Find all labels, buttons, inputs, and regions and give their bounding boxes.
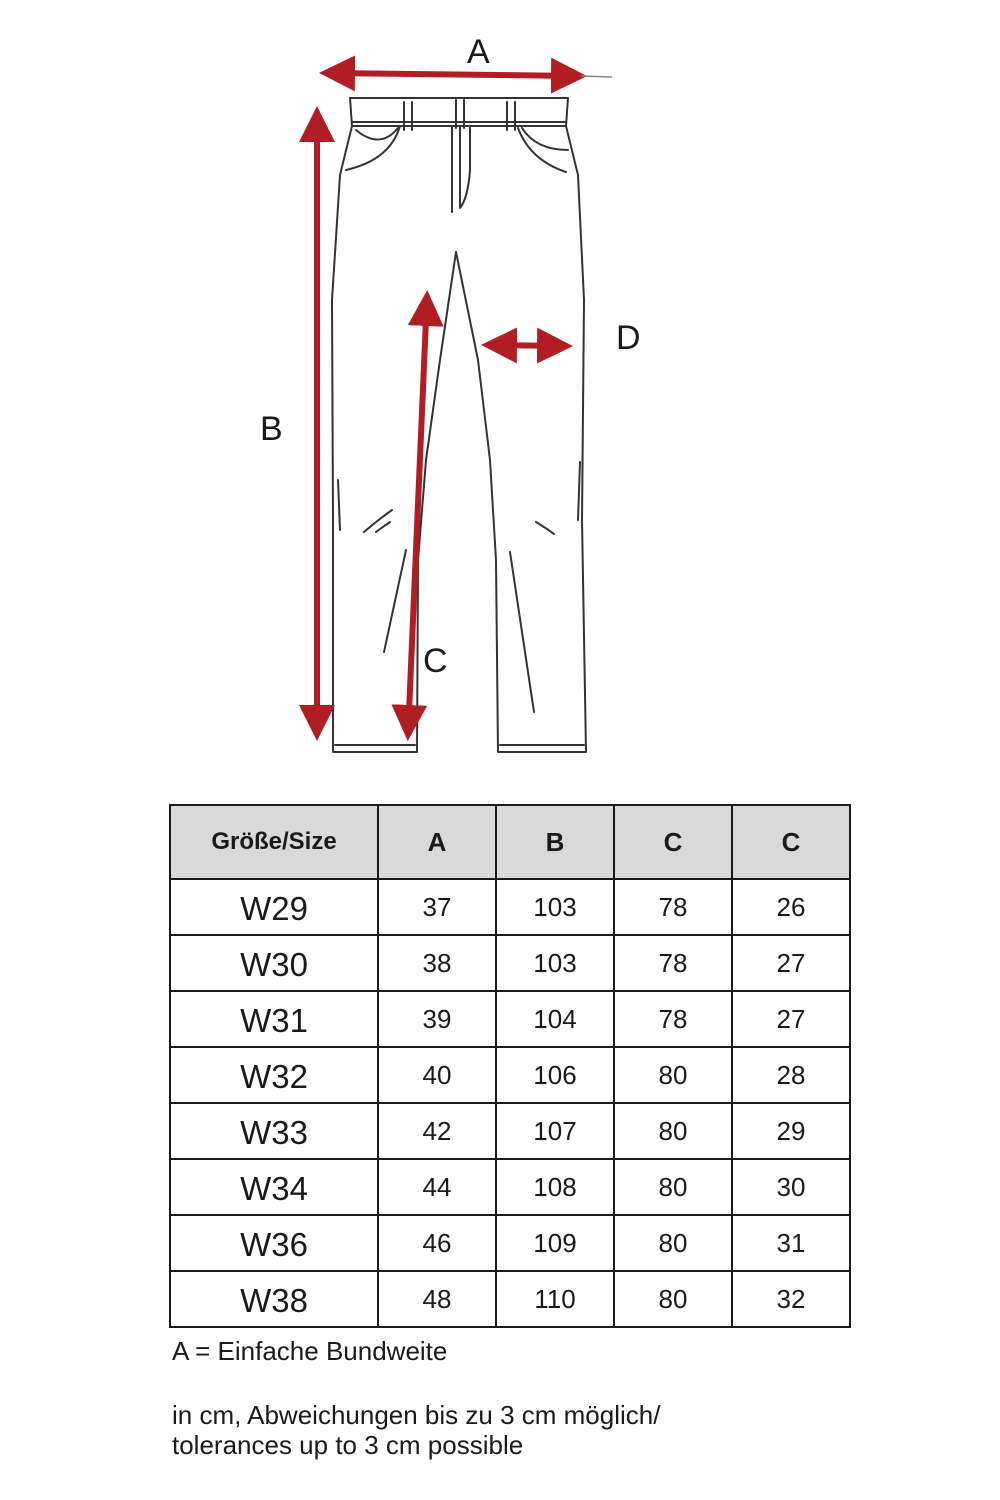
value-cell-b: 104 bbox=[495, 990, 615, 1048]
value-cell-b: 106 bbox=[495, 1046, 615, 1104]
belt-loop-center bbox=[455, 99, 465, 129]
value-cell-b: 103 bbox=[495, 878, 615, 936]
value-cell-c: 80 bbox=[613, 1046, 733, 1104]
value-cell-b: 109 bbox=[495, 1214, 615, 1272]
label-d: D bbox=[616, 319, 641, 357]
table-row: W31 39 104 78 27 bbox=[169, 990, 851, 1048]
table-row: W30 38 103 78 27 bbox=[169, 934, 851, 992]
value-cell-c-second: 28 bbox=[731, 1046, 851, 1104]
shin-line-right bbox=[509, 551, 535, 713]
pants-outline bbox=[331, 97, 587, 753]
value-cell-c-second: 27 bbox=[731, 934, 851, 992]
value-cell-c-second: 27 bbox=[731, 990, 851, 1048]
table-row: W33 42 107 80 29 bbox=[169, 1102, 851, 1160]
value-cell-c: 80 bbox=[613, 1214, 733, 1272]
value-cell-c-second: 30 bbox=[731, 1158, 851, 1216]
arrow-a-waist bbox=[319, 55, 587, 94]
value-cell-a: 44 bbox=[377, 1158, 497, 1216]
size-cell: W30 bbox=[169, 934, 379, 992]
header-c: C bbox=[613, 804, 733, 880]
size-cell: W31 bbox=[169, 990, 379, 1048]
value-cell-c: 80 bbox=[613, 1270, 733, 1328]
belt-loop-right bbox=[506, 101, 516, 131]
size-table: Größe/Size A B C C W29 37 103 78 26 W30 … bbox=[169, 804, 851, 1328]
value-cell-b: 108 bbox=[495, 1158, 615, 1216]
table-header-row: Größe/Size A B C C bbox=[169, 804, 851, 880]
belt-loop-left bbox=[403, 101, 413, 131]
knee-crease-right bbox=[535, 521, 555, 535]
label-c: C bbox=[423, 642, 448, 680]
pocket-right bbox=[517, 127, 569, 173]
side-seam-right bbox=[577, 461, 581, 521]
waist-guide-line bbox=[580, 75, 613, 78]
table-row: W38 48 110 80 32 bbox=[169, 1270, 851, 1328]
table-row: W32 40 106 80 28 bbox=[169, 1046, 851, 1104]
arrow-d-thigh bbox=[481, 327, 573, 364]
size-cell: W38 bbox=[169, 1270, 379, 1328]
value-cell-c-second: 31 bbox=[731, 1214, 851, 1272]
value-cell-b: 110 bbox=[495, 1270, 615, 1328]
header-b: B bbox=[495, 804, 615, 880]
knee-crease-left bbox=[363, 509, 393, 533]
arrow-c-inseam bbox=[391, 290, 444, 741]
tolerance-note-line2: tolerances up to 3 cm possible bbox=[172, 1430, 524, 1460]
size-cell: W36 bbox=[169, 1214, 379, 1272]
size-cell: W33 bbox=[169, 1102, 379, 1160]
table-row: W36 46 109 80 31 bbox=[169, 1214, 851, 1272]
value-cell-c: 78 bbox=[613, 878, 733, 936]
value-cell-c: 78 bbox=[613, 934, 733, 992]
shin-line-left bbox=[383, 549, 407, 653]
value-cell-c: 80 bbox=[613, 1102, 733, 1160]
size-cell: W32 bbox=[169, 1046, 379, 1104]
label-b: B bbox=[260, 410, 283, 448]
tolerance-note-line1: in cm, Abweichungen bis zu 3 cm möglich/ bbox=[172, 1400, 661, 1430]
value-cell-c: 78 bbox=[613, 990, 733, 1048]
fly-line bbox=[451, 125, 471, 213]
value-cell-c-second: 29 bbox=[731, 1102, 851, 1160]
value-cell-c: 80 bbox=[613, 1158, 733, 1216]
header-a: A bbox=[377, 804, 497, 880]
value-cell-a: 37 bbox=[377, 878, 497, 936]
table-row: W29 37 103 78 26 bbox=[169, 878, 851, 936]
value-cell-a: 39 bbox=[377, 990, 497, 1048]
right-leg-outline bbox=[455, 125, 587, 753]
header-size: Größe/Size bbox=[169, 804, 379, 880]
value-cell-a: 40 bbox=[377, 1046, 497, 1104]
value-cell-a: 38 bbox=[377, 934, 497, 992]
value-cell-c-second: 26 bbox=[731, 878, 851, 936]
size-cell: W34 bbox=[169, 1158, 379, 1216]
value-cell-c-second: 32 bbox=[731, 1270, 851, 1328]
value-cell-a: 46 bbox=[377, 1214, 497, 1272]
value-cell-a: 42 bbox=[377, 1102, 497, 1160]
value-cell-b: 103 bbox=[495, 934, 615, 992]
side-seam-left bbox=[337, 479, 341, 531]
legend-note-a: A = Einfache Bundweite bbox=[172, 1336, 448, 1366]
pocket-left bbox=[345, 125, 401, 171]
table-row: W34 44 108 80 30 bbox=[169, 1158, 851, 1216]
size-cell: W29 bbox=[169, 878, 379, 936]
value-cell-b: 107 bbox=[495, 1102, 615, 1160]
header-c-second: C bbox=[731, 804, 851, 880]
value-cell-a: 48 bbox=[377, 1270, 497, 1328]
measurement-arrows bbox=[299, 55, 587, 741]
label-a: A bbox=[467, 33, 490, 71]
pants-measurement-diagram: A B C D bbox=[260, 33, 641, 753]
